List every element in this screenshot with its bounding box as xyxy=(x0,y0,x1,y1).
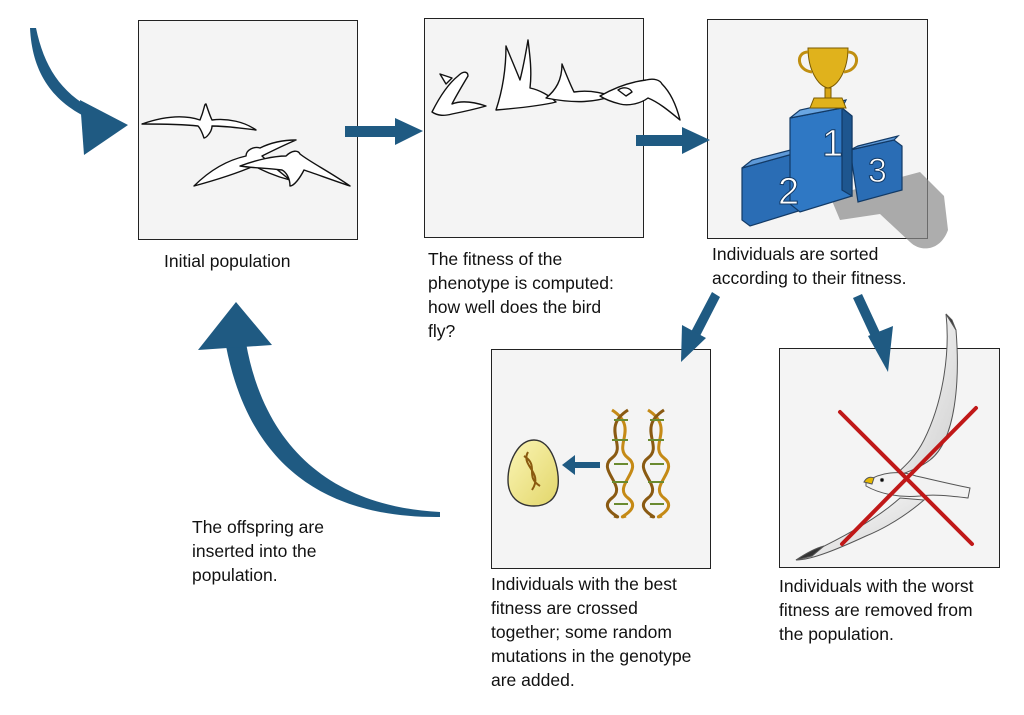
egg-icon xyxy=(507,439,559,507)
remove-cross-icon xyxy=(838,406,978,546)
podium xyxy=(741,99,903,227)
seagull-icon xyxy=(795,313,971,561)
podium-third-label: 3 xyxy=(868,152,887,190)
trophy-icon xyxy=(798,47,858,109)
caption-offspring: The offspring are inserted into the popu… xyxy=(192,517,324,585)
fitness-bird-sequence xyxy=(431,39,681,121)
dna-to-egg-arrow xyxy=(562,455,600,475)
removal-panel xyxy=(779,348,1000,568)
offspring-return-arrow xyxy=(198,302,440,518)
dna-helix-left xyxy=(605,408,635,519)
arrow-to-removal xyxy=(853,294,893,372)
caption-initial-population: Initial population xyxy=(164,251,291,271)
caption-crossed: Individuals with the best fitness are cr… xyxy=(491,574,692,690)
caption-removed: Individuals with the worst fitness are r… xyxy=(779,576,974,644)
arrow-to-fitness xyxy=(345,118,423,145)
caption-sorted: Individuals are sorted according to thei… xyxy=(712,244,907,288)
entry-arrow xyxy=(30,28,128,155)
initial-population-birds xyxy=(141,103,351,187)
podium-second-label: 2 xyxy=(778,171,799,213)
caption-fitness-computed: The fitness of the phenotype is computed… xyxy=(428,249,614,341)
podium-first-label: 1 xyxy=(822,123,843,165)
fitness-evaluation-panel xyxy=(424,18,644,238)
arrow-to-sorting xyxy=(636,127,710,154)
initial-population-panel xyxy=(138,20,358,240)
dna-helix-right xyxy=(641,408,671,519)
arrow-to-crossover xyxy=(681,292,720,362)
